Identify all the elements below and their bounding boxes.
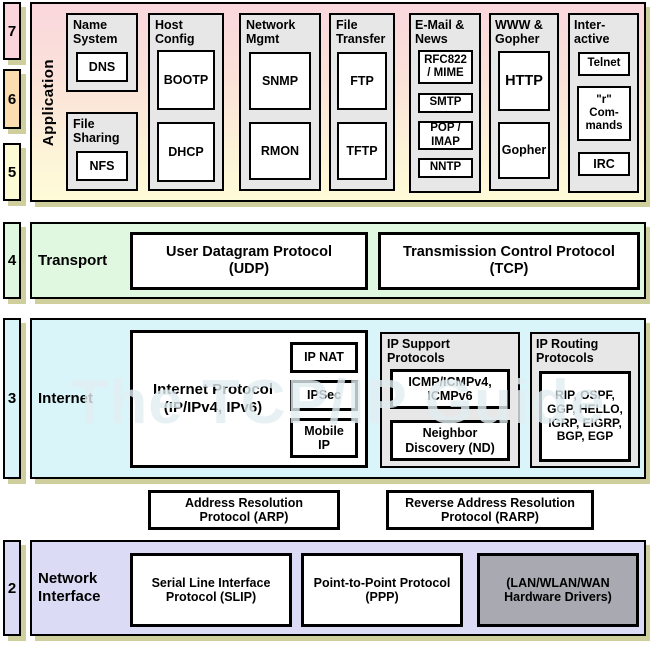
layer-number-6: 6 [3,69,21,129]
layer-number-7: 7 [3,2,21,60]
group-ip-support-label: IP Support Protocols [387,337,450,366]
protocol-slip: Serial Line Interface Protocol (SLIP) [130,553,292,627]
protocol-tcp: Transmission Control Protocol (TCP) [378,232,640,290]
protocol-ppp: Point-to-Point Protocol (PPP) [301,553,463,627]
protocol-telnet: Telnet [578,52,630,76]
application-layer-label: Application [40,58,58,146]
layer-number-5: 5 [3,143,21,201]
network-interface-layer-label: Network Interface [38,570,101,605]
protocol-bootp: BOOTP [157,50,215,110]
group-www-gopher-label: WWW & Gopher [495,18,543,47]
group-email-news-label: E-Mail & News [415,18,465,47]
protocol-arp: Address Resolution Protocol (ARP) [148,490,340,530]
group-file-sharing-label: File Sharing [73,117,120,146]
protocol-dhcp: DHCP [157,122,215,182]
layer-number-2: 2 [3,540,21,636]
group-name-system-label: Name System [73,18,118,47]
protocol-gopher: Gopher [498,122,550,179]
protocol-nfs: NFS [76,151,128,181]
group-interactive-label: Inter- active [574,18,610,47]
protocol-smtp: SMTP [418,93,473,113]
group-host-config-label: Host Config [155,18,195,47]
protocol-rmon: RMON [249,122,311,180]
protocol-pop-imap: POP / IMAP [418,121,473,150]
protocol-irc: IRC [578,152,630,176]
transport-layer-label: Transport [38,251,108,269]
group-network-mgmt-label: Network Mgmt [246,18,296,47]
protocol-mobile-ip: Mobile IP [290,418,358,458]
protocol-ipsec: IPSec [290,380,358,411]
protocol-udp: User Datagram Protocol (UDP) [130,232,368,290]
internet-layer-label: Internet [38,389,94,407]
protocol-icmp: ICMP/ICMPv4, ICMPv6 [390,369,510,409]
hardware-drivers-box: (LAN/WLAN/WAN Hardware Drivers) [477,553,639,627]
protocol-snmp: SNMP [249,52,311,110]
group-ip-routing-label: IP Routing Protocols [536,337,599,366]
protocol-tftp: TFTP [337,122,387,180]
protocol-ip-label: Internet Protocol (IP/IPv4, IPv6) [152,381,273,416]
protocol-routing-list: RIP, OSPF, GGP, HELLO, IGRP, EIGRP, BGP,… [539,371,631,462]
protocol-ip-nat: IP NAT [290,342,358,373]
protocol-dns: DNS [76,52,128,82]
protocol-nntp: NNTP [418,158,473,178]
protocol-r-commands: "r" Com- mands [577,86,631,141]
protocol-neighbor-discovery: Neighbor Discovery (ND) [390,420,510,461]
layer-number-4: 4 [3,222,21,299]
group-file-transfer-label: File Transfer [336,18,386,47]
protocol-http: HTTP [498,51,550,111]
protocol-rarp: Reverse Address Resolution Protocol (RAR… [386,490,594,530]
protocol-rfc822-mime: RFC822 / MIME [418,50,473,84]
protocol-ftp: FTP [337,52,387,110]
layer-number-3: 3 [3,318,21,479]
